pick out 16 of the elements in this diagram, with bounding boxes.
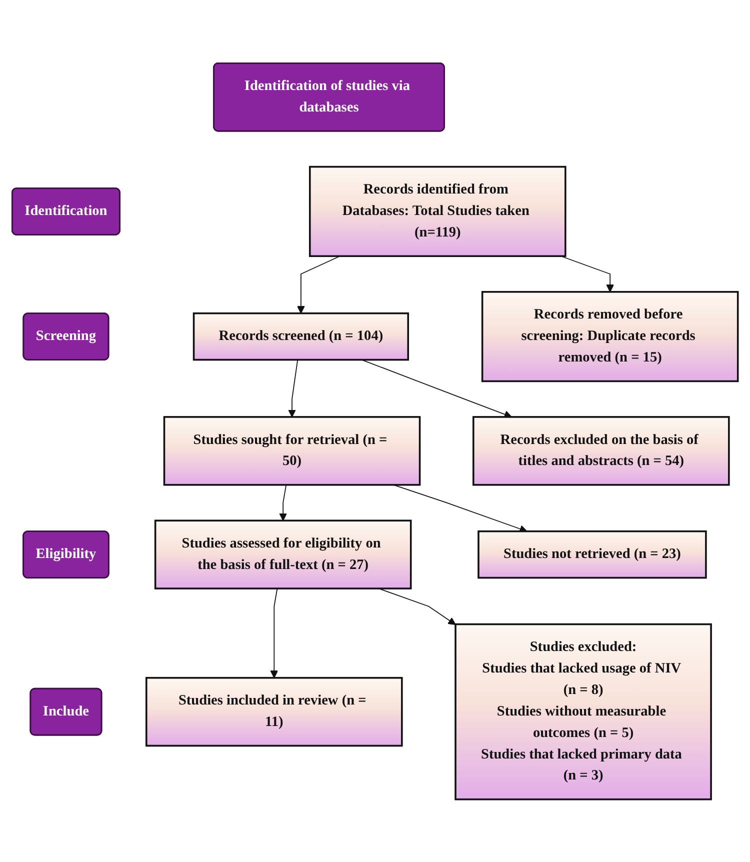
node-box: Studies assessed for eligibility on the basis of full-text (n = 27) [154, 519, 412, 590]
arrow [361, 359, 512, 418]
arrow [279, 484, 287, 521]
arrow [270, 588, 278, 678]
node-box: Studies excluded: Studies that lacked usage of NIV (n = 8) Studies without measurable outcomes (n = 5) Studies that lacked primary data (n = 3) [454, 623, 712, 800]
node-box: Studies sought for retrieval (n = 50) [163, 416, 421, 486]
node-box: Records excluded on the basis of titles and abstracts (n = 54) [472, 416, 730, 486]
node-box: Studies not retrieved (n = 23) [478, 530, 707, 578]
node-box: Studies included in review (n = 11) [145, 676, 403, 746]
arrow [288, 359, 298, 418]
node-box: Records screened (n = 104) [192, 312, 410, 360]
node-box: Records identified from Databases: Total Studies taken (n=119) [309, 166, 566, 257]
node-box: Records removed before screening: Duplicate records removed (n = 15) [481, 290, 739, 382]
arrow [297, 255, 340, 314]
arrow [378, 588, 456, 625]
arrow [560, 255, 614, 292]
